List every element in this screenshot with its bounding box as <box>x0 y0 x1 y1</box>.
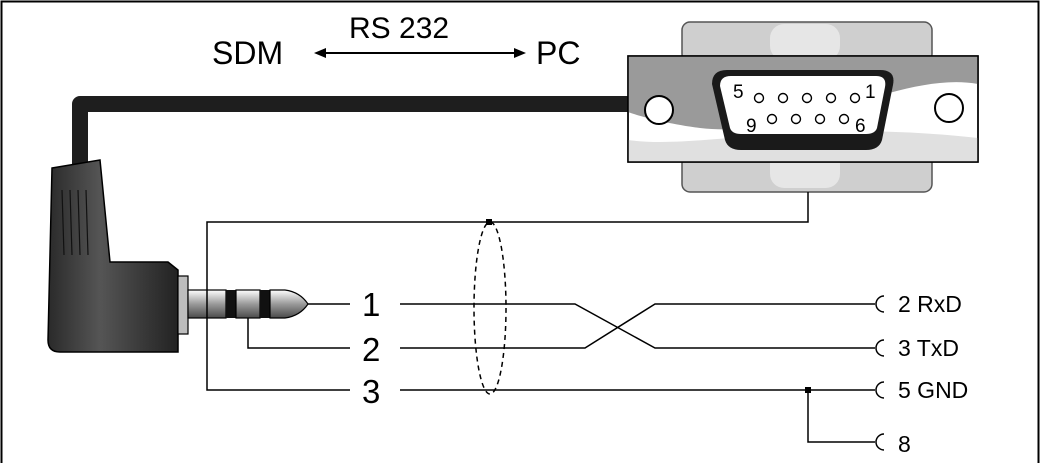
shield-ellipse <box>473 221 507 395</box>
pin-label-9: 9 <box>746 116 757 137</box>
title-group: SDM RS 232 PC <box>212 12 580 71</box>
terminal-rxd-icon <box>875 295 885 313</box>
signal-label-8: 8 <box>898 431 911 457</box>
bidirectional-arrow-icon <box>314 48 526 58</box>
jack-plug <box>47 159 309 353</box>
wire-contact-2 <box>247 318 350 349</box>
pin-label-5: 5 <box>733 82 744 103</box>
db9-connector: 5 1 9 6 <box>627 21 979 193</box>
cable <box>72 96 645 165</box>
pin-label-1: 1 <box>865 82 876 103</box>
terminal-gnd-icon <box>875 381 885 399</box>
shield-wire <box>206 192 809 391</box>
signal-label-txd: 3 TxD <box>898 335 959 361</box>
contact-label-2: 2 <box>362 331 380 368</box>
wire-gnd-to-8 <box>807 390 875 443</box>
pin-label-6: 6 <box>855 116 866 137</box>
wire-2-to-rxd <box>400 303 875 349</box>
title-sdm: SDM <box>212 35 283 71</box>
contact-label-1: 1 <box>362 286 380 323</box>
wire-1-to-txd <box>400 303 875 349</box>
terminal-8-icon <box>875 433 885 451</box>
mounting-hole-right <box>934 93 964 123</box>
db9-pins <box>753 92 861 125</box>
terminals <box>875 295 885 451</box>
mounting-hole-left <box>644 95 674 125</box>
junction-dot-shield <box>486 219 492 225</box>
terminal-txd-icon <box>875 339 885 357</box>
contact-label-3: 3 <box>362 373 380 410</box>
title-pc: PC <box>536 35 580 71</box>
junction-dot-gnd <box>805 387 811 393</box>
signal-label-gnd: 5 GND <box>898 377 968 403</box>
signal-label-rxd: 2 RxD <box>898 291 962 317</box>
title-rs232: RS 232 <box>349 12 449 45</box>
wiring <box>206 192 875 443</box>
